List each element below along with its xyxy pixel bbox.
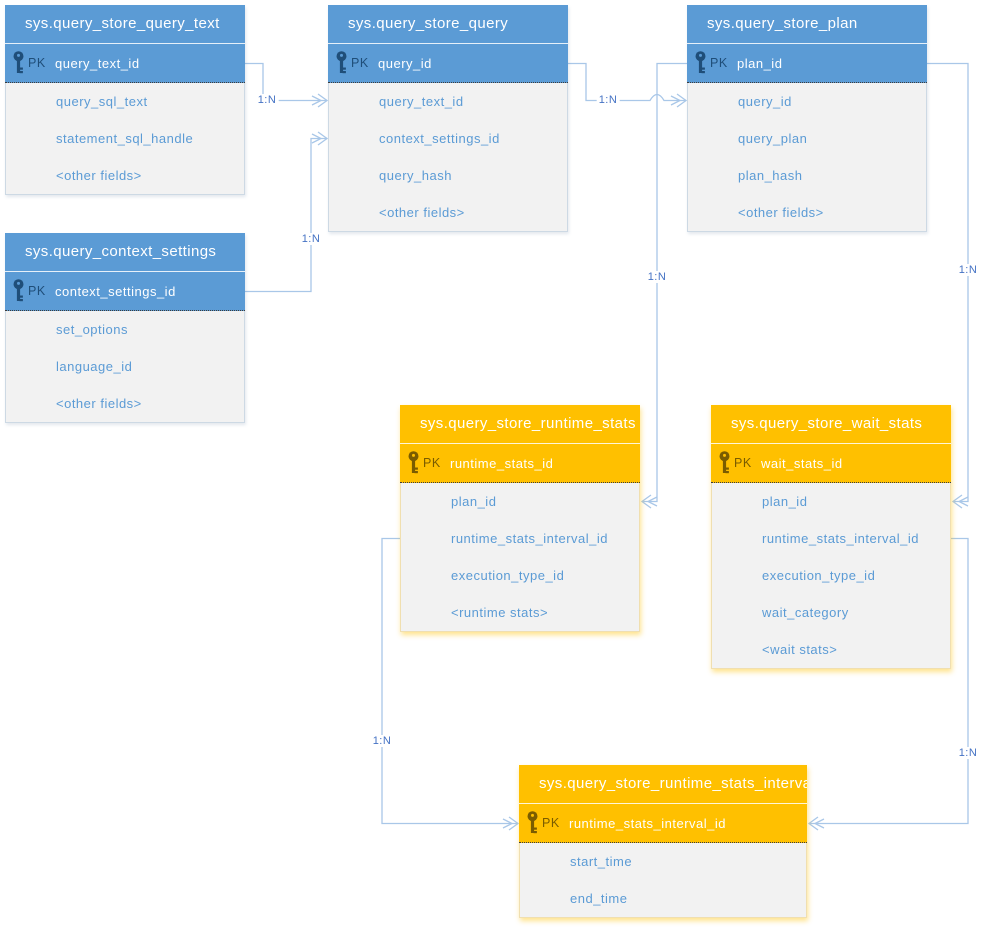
cardinality-label: 1:N xyxy=(255,94,279,106)
field-list: plan_id runtime_stats_interval_id executio… xyxy=(711,483,951,669)
table-title: sys.query_store_query_text xyxy=(5,5,245,44)
field-name: query_hash xyxy=(379,168,452,183)
primary-key-row: PK query_id xyxy=(328,44,568,83)
connector-query-plan xyxy=(568,62,688,108)
pk-label: PK xyxy=(28,56,46,70)
field-list: query_text_id context_settings_id query_ha… xyxy=(328,83,568,232)
key-icon xyxy=(12,51,25,75)
field-name: <wait stats> xyxy=(762,642,838,657)
field-list: start_time end_time xyxy=(519,843,807,918)
primary-key-row: PK runtime_stats_interval_id xyxy=(519,804,807,843)
entity-table-query-context-settings: sys.query_context_settings PK context_se… xyxy=(5,233,245,423)
pk-field-name: query_text_id xyxy=(55,55,140,71)
pk-label: PK xyxy=(351,56,369,70)
table-title: sys.query_store_query xyxy=(328,5,568,44)
field-name: wait_category xyxy=(762,605,849,620)
cardinality-label: 1:N xyxy=(596,94,620,106)
key-icon xyxy=(407,451,420,475)
field-name: statement_sql_handle xyxy=(56,131,194,146)
field-name: query_plan xyxy=(738,131,808,146)
pk-field-name: context_settings_id xyxy=(55,283,176,299)
pk-field-name: runtime_stats_interval_id xyxy=(569,815,727,831)
pk-label: PK xyxy=(710,56,728,70)
pk-label: PK xyxy=(542,816,560,830)
entity-table-query-store-plan: sys.query_store_plan PK plan_id query_id… xyxy=(687,5,927,232)
cardinality-label: 1:N xyxy=(299,233,323,245)
entity-table-query-store-query-text: sys.query_store_query_text PK query_text… xyxy=(5,5,245,195)
field-name: context_settings_id xyxy=(379,131,500,146)
primary-key-row: PK query_text_id xyxy=(5,44,245,83)
field-name: runtime_stats_interval_id xyxy=(762,531,920,546)
primary-key-row: PK runtime_stats_id xyxy=(400,444,640,483)
field-name: <other fields> xyxy=(379,205,465,220)
key-icon xyxy=(335,51,348,75)
key-icon xyxy=(718,451,731,475)
cardinality-label: 1:N xyxy=(956,747,980,759)
field-name: <runtime stats> xyxy=(451,605,549,620)
field-name: plan_id xyxy=(451,494,497,509)
pk-field-name: plan_id xyxy=(737,55,783,71)
field-name: plan_id xyxy=(762,494,808,509)
field-list: query_sql_text statement_sql_handle <other… xyxy=(5,83,245,195)
pk-field-name: runtime_stats_id xyxy=(450,455,554,471)
field-name: start_time xyxy=(570,854,633,869)
key-icon xyxy=(526,811,539,835)
pk-field-name: query_id xyxy=(378,55,432,71)
entity-table-query-store-query: sys.query_store_query PK query_id query_… xyxy=(328,5,568,232)
field-list: set_options language_id <other fields> xyxy=(5,311,245,423)
key-icon xyxy=(12,279,25,303)
primary-key-row: PK plan_id xyxy=(687,44,927,83)
cardinality-label: 1:N xyxy=(956,264,980,276)
field-name: query_sql_text xyxy=(56,94,148,109)
table-title: sys.query_store_plan xyxy=(687,5,927,44)
pk-field-name: wait_stats_id xyxy=(761,455,843,471)
field-name: <other fields> xyxy=(56,396,142,411)
field-name: query_id xyxy=(738,94,792,109)
field-name: plan_hash xyxy=(738,168,803,183)
table-title: sys.query_store_runtime_stats xyxy=(400,405,640,444)
pk-label: PK xyxy=(28,284,46,298)
field-list: plan_id runtime_stats_interval_id executio… xyxy=(400,483,640,632)
field-name: set_options xyxy=(56,322,128,337)
pk-label: PK xyxy=(734,456,752,470)
field-name: language_id xyxy=(56,359,133,374)
key-icon xyxy=(694,51,707,75)
primary-key-row: PK context_settings_id xyxy=(5,272,245,311)
table-title: sys.query_context_settings xyxy=(5,233,245,272)
table-title: sys.query_store_runtime_stats_interval xyxy=(519,765,807,804)
field-name: runtime_stats_interval_id xyxy=(451,531,609,546)
pk-label: PK xyxy=(423,456,441,470)
entity-table-query-store-runtime-stats-interval: sys.query_store_runtime_stats_interval P… xyxy=(519,765,807,918)
field-name: execution_type_id xyxy=(762,568,876,583)
primary-key-row: PK wait_stats_id xyxy=(711,444,951,483)
connector-contextsettings-query xyxy=(245,131,329,293)
table-title: sys.query_store_wait_stats xyxy=(711,405,951,444)
field-list: query_id query_plan plan_hash <other fields… xyxy=(687,83,927,232)
field-name: query_text_id xyxy=(379,94,464,109)
cardinality-label: 1:N xyxy=(645,271,669,283)
field-name: <other fields> xyxy=(56,168,142,183)
entity-table-query-store-runtime-stats: sys.query_store_runtime_stats PK runtime… xyxy=(400,405,640,632)
field-name: end_time xyxy=(570,891,628,906)
cardinality-label: 1:N xyxy=(370,735,394,747)
entity-table-query-store-wait-stats: sys.query_store_wait_stats PK wait_stats… xyxy=(711,405,951,669)
field-name: <other fields> xyxy=(738,205,824,220)
field-name: execution_type_id xyxy=(451,568,565,583)
